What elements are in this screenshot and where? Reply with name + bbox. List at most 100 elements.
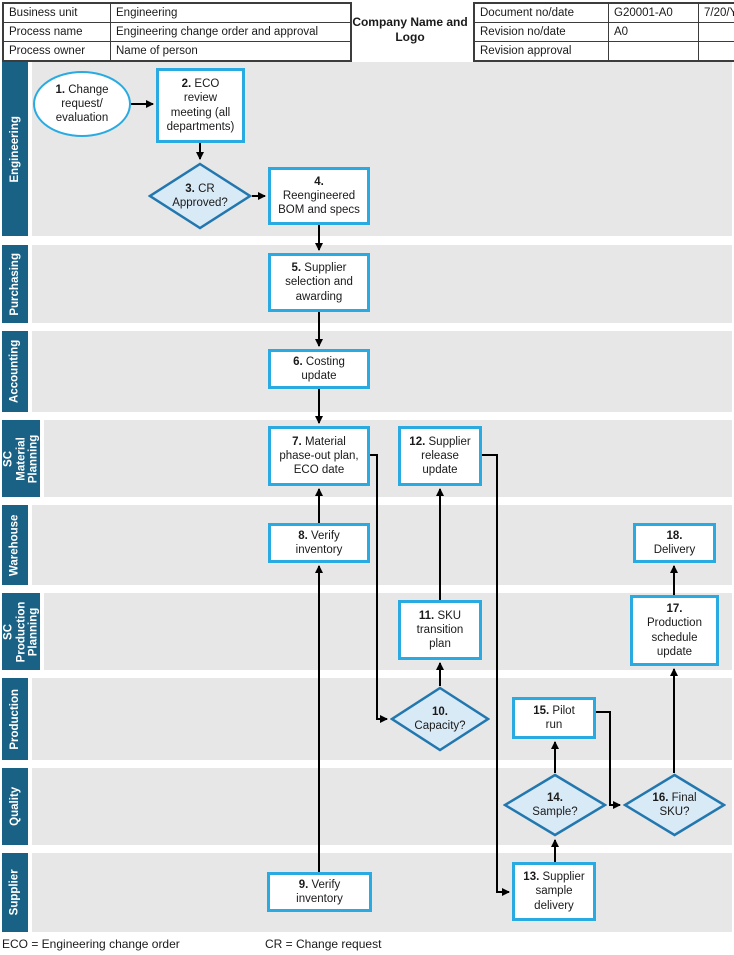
lane-label-text: Production xyxy=(8,688,21,750)
node-12-supplier-release-update: 12. Supplier release update xyxy=(398,426,482,486)
node-text: Verify inventory xyxy=(295,529,343,556)
node-number: 12. xyxy=(409,435,426,448)
node-label: 18. Delivery xyxy=(652,529,698,557)
lane-purchasing: Purchasing xyxy=(2,245,732,323)
node-label: 9. Verify inventory xyxy=(294,878,345,906)
node-4-reengineered-bom-specs: 4. Reengineered BOM and specs xyxy=(268,167,370,225)
revision-approval-value xyxy=(608,41,699,62)
node-text: Costing update xyxy=(301,355,345,382)
node-text: Sample? xyxy=(532,806,578,818)
lane-production: Production xyxy=(2,678,732,760)
node-number: 14. xyxy=(546,791,563,804)
node-label: 6. Costing update xyxy=(291,355,347,383)
revision-no-label: Revision no/date xyxy=(473,22,609,42)
node-text: Supplier release update xyxy=(421,435,471,476)
node-number: 4. xyxy=(314,175,324,188)
decision-3-cr-approved: 3. CR Approved? xyxy=(148,162,252,230)
table-row: Process name Engineering change order an… xyxy=(2,22,352,42)
node-text: Capacity? xyxy=(414,720,466,732)
lane-label-text: SC Material Planning xyxy=(2,434,40,483)
node-text: Production schedule update xyxy=(647,617,702,658)
node-number: 13. xyxy=(523,871,540,884)
node-number: 5. xyxy=(291,262,302,275)
document-date-value: 7/20/Y2 xyxy=(698,2,734,23)
node-label: 13. Supplier sample delivery xyxy=(521,870,586,912)
revision-date-value xyxy=(698,22,734,42)
lane-label-text: Purchasing xyxy=(8,252,21,316)
lane-content xyxy=(44,593,732,670)
node-text: Change request/ evaluation xyxy=(55,83,109,124)
lane-sc-production-planning: SC Production Planning xyxy=(2,593,732,670)
document-no-label: Document no/date xyxy=(473,2,609,23)
lane-label-text: Accounting xyxy=(8,339,21,404)
lane-accounting: Accounting xyxy=(2,331,732,412)
node-label: 14. Sample? xyxy=(530,791,579,819)
table-row: Process owner Name of person xyxy=(2,41,352,62)
lane-label-production: Production xyxy=(2,678,28,760)
lane-supplier: Supplier xyxy=(2,853,732,932)
node-label: 17. Production schedule update xyxy=(645,602,704,658)
node-number: 10. xyxy=(431,705,448,718)
lane-label-text: Quality xyxy=(8,787,21,826)
table-row: Revision no/date A0 xyxy=(473,22,734,42)
node-label: 16. Final SKU? xyxy=(650,791,698,819)
node-13-supplier-sample-delivery: 13. Supplier sample delivery xyxy=(512,862,596,921)
lane-label-quality: Quality xyxy=(2,768,28,845)
business-unit-label: Business unit xyxy=(2,2,111,23)
node-1-change-request-evaluation: 1. Change request/ evaluation xyxy=(33,71,131,137)
node-text: SKU transition plan xyxy=(416,609,464,650)
lane-label-text: Supplier xyxy=(8,869,21,916)
node-number: 6. xyxy=(293,355,303,368)
node-label: 10. Capacity? xyxy=(412,705,467,733)
node-18-delivery: 18. Delivery xyxy=(633,523,716,563)
lane-content xyxy=(44,420,732,497)
node-text: Supplier sample delivery xyxy=(534,871,585,912)
diamond-shape xyxy=(148,162,252,230)
node-text: Delivery xyxy=(653,544,696,556)
node-2-eco-review-meeting: 2. ECO review meeting (all departments) xyxy=(156,68,245,143)
lane-label-supplier: Supplier xyxy=(2,853,28,932)
lane-label-text: SC Production Planning xyxy=(2,601,40,662)
table-row: Revision approval xyxy=(473,41,734,62)
revision-no-value: A0 xyxy=(608,22,699,42)
node-label: 4. Reengineered BOM and specs xyxy=(276,175,362,217)
lane-label-engineering: Engineering xyxy=(2,62,28,236)
node-text: CR Approved? xyxy=(172,182,228,209)
node-text: Verify inventory xyxy=(296,878,343,905)
diamond-shape xyxy=(503,773,607,837)
decision-14-sample: 14. Sample? xyxy=(503,773,607,837)
process-info-table: Business unit Engineering Process name E… xyxy=(2,2,352,62)
node-15-pilot-run: 15. Pilot run xyxy=(512,697,596,739)
process-name-value: Engineering change order and approval xyxy=(110,22,352,42)
process-owner-value: Name of person xyxy=(110,41,352,62)
node-number: 3. xyxy=(185,182,195,195)
node-label: 8. Verify inventory xyxy=(294,529,345,557)
lane-content xyxy=(32,505,732,585)
node-label: 3. CR Approved? xyxy=(170,182,230,210)
decision-10-capacity: 10. Capacity? xyxy=(390,686,490,752)
node-label: 11. SKU transition plan xyxy=(415,609,466,651)
node-11-sku-transition-plan: 11. SKU transition plan xyxy=(398,600,482,660)
revision-approval-value2 xyxy=(698,41,734,62)
node-label: 1. Change request/ evaluation xyxy=(53,83,110,125)
lane-label-accounting: Accounting xyxy=(2,331,28,412)
footer-eco-note: ECO = Engineering change order xyxy=(2,937,180,951)
node-7-material-phase-out-plan: 7. Material phase-out plan, ECO date xyxy=(268,426,370,486)
lane-content xyxy=(32,678,732,760)
node-number: 1. xyxy=(55,83,66,96)
node-number: 18. xyxy=(666,529,683,542)
node-text: Supplier selection and awarding xyxy=(285,262,353,303)
node-number: 9. xyxy=(298,878,309,891)
node-text: Material phase-out plan, ECO date xyxy=(279,435,359,476)
node-17-production-schedule-update: 17. Production schedule update xyxy=(630,595,719,666)
node-6-costing-update: 6. Costing update xyxy=(268,349,370,389)
node-label: 7. Material phase-out plan, ECO date xyxy=(277,435,360,477)
company-name-logo: Company Name and Logo xyxy=(352,14,468,44)
lane-label-warehouse: Warehouse xyxy=(2,505,28,585)
node-text: Pilot run xyxy=(545,704,575,731)
process-owner-label: Process owner xyxy=(2,41,111,62)
lane-engineering: Engineering xyxy=(2,62,732,236)
node-number: 11. xyxy=(418,609,435,622)
node-label: 12. Supplier release update xyxy=(407,435,472,477)
